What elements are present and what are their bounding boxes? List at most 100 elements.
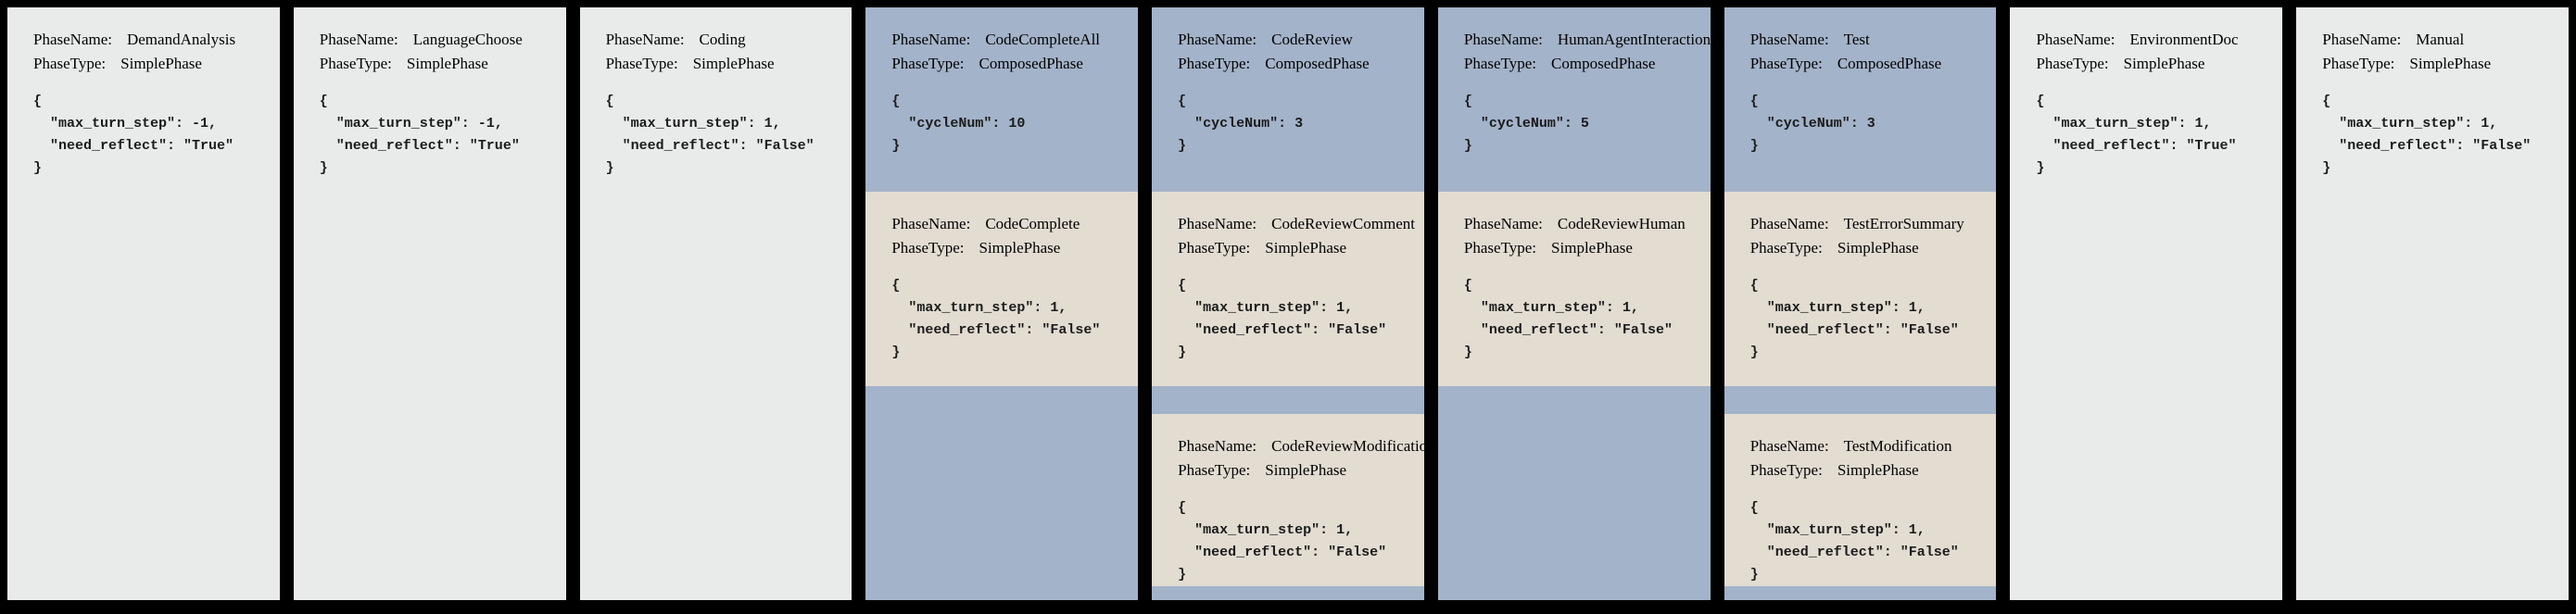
phase-name-value: CodeReviewHuman <box>1557 215 1686 232</box>
phase-name-label: PhaseName: <box>2322 31 2402 48</box>
phase-name-row: PhaseName: Manual <box>2322 28 2561 52</box>
phase-type-row: PhaseType: SimplePhase <box>1464 236 1703 260</box>
phase-name-label: PhaseName: <box>605 31 685 48</box>
phase-column-environment-doc: PhaseName:EnvironmentDoc PhaseType: Simpl… <box>2010 7 2283 600</box>
phase-card-code-review-modification: PhaseName: CodeReviewModification PhaseTy… <box>1152 414 1435 586</box>
phase-card-demand-analysis: PhaseName:DemandAnalysis PhaseType: Simpl… <box>7 7 280 180</box>
phase-name-row: PhaseName:EnvironmentDoc <box>2036 28 2275 52</box>
phase-type-value: ComposedPhase <box>1551 55 1656 72</box>
phase-type-label: PhaseType: <box>1749 55 1823 72</box>
phase-type-label: PhaseType: <box>1178 55 1251 72</box>
phase-type-value: SimplePhase <box>1837 239 1919 257</box>
phase-card-language-choose: PhaseName: LanguageChoose PhaseType: Simpl… <box>294 7 566 180</box>
phase-type-value: SimplePhase <box>1265 239 1347 257</box>
phase-config-json: { "max_turn_step": 1, "need_reflect": "T… <box>2036 94 2237 176</box>
phase-type-row: PhaseType: SimplePhase <box>1178 236 1417 260</box>
phase-type-row: PhaseType: ComposedPhase <box>1750 52 1989 76</box>
phase-config-json: { "max_turn_step": 1, "need_reflect": "F… <box>2322 94 2532 176</box>
phase-type-value: SimplePhase <box>1551 239 1633 257</box>
phase-type-value: ComposedPhase <box>1837 55 1942 72</box>
phase-name-row: PhaseName:Coding <box>606 28 845 52</box>
phase-type-row: PhaseType:SimplePhase <box>1750 458 1989 482</box>
phase-column-demand-analysis: PhaseName:DemandAnalysis PhaseType: Simpl… <box>7 7 280 600</box>
phase-type-label: PhaseType: <box>891 55 965 72</box>
phase-type-value: SimplePhase <box>2123 55 2205 72</box>
phase-type-label: PhaseType: <box>1749 239 1823 257</box>
phase-name-label: PhaseName: <box>1749 31 1829 48</box>
phase-config-json: { "max_turn_step": 1, "need_reflect": "F… <box>1749 278 1959 360</box>
phase-card-test-error-summary: PhaseName: TestErrorSummary PhaseType: Sim… <box>1724 192 1997 386</box>
phase-type-label: PhaseType: <box>2036 55 2109 72</box>
phase-type-label: PhaseType: <box>33 55 107 72</box>
phase-card-code-review-comment: PhaseName:CodeReviewComment PhaseType: Si… <box>1152 192 1424 386</box>
phase-name-label: PhaseName: <box>1178 31 1257 48</box>
phase-name-label: PhaseName: <box>1749 215 1829 232</box>
phase-type-row: PhaseType: SimplePhase <box>2322 52 2561 76</box>
phase-type-row: PhaseType: SimplePhase <box>2036 52 2275 76</box>
phase-name-value: Manual <box>2416 31 2465 48</box>
phase-type-row: PhaseType: SimplePhase <box>33 52 272 76</box>
phase-type-label: PhaseType: <box>1178 461 1251 479</box>
phase-name-row: PhaseName:CodeComplete <box>891 212 1130 236</box>
phase-name-row: PhaseName:DemandAnalysis <box>33 28 272 52</box>
phase-config-json: { "max_turn_step": 1, "need_reflect": "F… <box>1749 500 1959 583</box>
composed-phase-header-code-review: PhaseName:CodeReview PhaseType: ComposedP… <box>1152 7 1424 192</box>
phase-type-label: PhaseType: <box>891 239 965 257</box>
phase-type-value: ComposedPhase <box>979 55 1083 72</box>
phase-type-row: PhaseType: SimplePhase <box>320 52 559 76</box>
phase-name-row: PhaseName: Test <box>1750 28 1989 52</box>
phase-config-json: { "max_turn_step": 1, "need_reflect": "F… <box>891 278 1101 360</box>
phase-type-value: SimplePhase <box>2409 55 2492 72</box>
phase-config-json: { "max_turn_step": 1, "need_reflect": "F… <box>1463 278 1673 360</box>
phase-type-label: PhaseType: <box>319 55 392 72</box>
phase-type-value: ComposedPhase <box>1265 55 1370 72</box>
phase-type-label: PhaseType: <box>1749 461 1823 479</box>
phase-name-label: PhaseName: <box>33 31 112 48</box>
phase-name-row: PhaseName: CodeReviewHuman <box>1464 212 1703 236</box>
phase-type-row: PhaseType: SimplePhase <box>606 52 845 76</box>
phase-type-label: PhaseType: <box>2322 55 2395 72</box>
phase-name-value: HumanAgentInteraction <box>1557 31 1711 48</box>
phase-column-human-agent-interaction: PhaseName: HumanAgentInteraction PhaseTyp… <box>1437 7 1711 600</box>
phase-type-row: PhaseType:SimplePhase <box>1178 458 1417 482</box>
phase-name-row: PhaseName:CodeReviewComment <box>1178 212 1417 236</box>
phase-type-value: SimplePhase <box>406 55 488 72</box>
phase-name-row: PhaseName:CodeReview <box>1178 28 1417 52</box>
phase-name-label: PhaseName: <box>1178 215 1257 232</box>
phase-name-label: PhaseName: <box>1463 215 1543 232</box>
phase-type-row: PhaseType: ComposedPhase <box>1178 52 1417 76</box>
phase-type-value: SimplePhase <box>692 55 775 72</box>
phase-config-json: { "max_turn_step": 1, "need_reflect": "F… <box>1178 278 1387 360</box>
phase-name-row: PhaseName:CodeCompleteAll <box>891 28 1130 52</box>
phase-type-row: PhaseType: SimplePhase <box>891 236 1130 260</box>
phase-type-label: PhaseType: <box>1463 239 1537 257</box>
phase-name-value: CodeCompleteAll <box>985 31 1101 48</box>
phase-type-row: PhaseType: SimplePhase <box>1750 236 1989 260</box>
phase-type-value: SimplePhase <box>979 239 1061 257</box>
phase-type-label: PhaseType: <box>1178 239 1251 257</box>
phase-name-row: PhaseName: HumanAgentInteraction <box>1463 28 1711 52</box>
phase-type-row: PhaseType:ComposedPhase <box>1464 52 1703 76</box>
phase-columns-row: PhaseName:DemandAnalysis PhaseType: Simpl… <box>7 7 2570 600</box>
phase-name-label: PhaseName: <box>1178 437 1257 455</box>
phase-column-code-review: PhaseName:CodeReview PhaseType: ComposedP… <box>1152 7 1435 600</box>
phase-name-label: PhaseName: <box>1463 31 1543 48</box>
phase-type-label: PhaseType: <box>605 55 678 72</box>
phase-type-value: SimplePhase <box>120 55 202 72</box>
phase-name-value: Test <box>1843 31 1870 48</box>
phase-config-json: { "max_turn_step": -1, "need_reflect": "… <box>33 94 234 176</box>
phase-card-manual: PhaseName: Manual PhaseType: SimplePhase {… <box>2296 7 2569 180</box>
phase-name-value: LanguageChoose <box>412 31 523 48</box>
phase-column-manual: PhaseName: Manual PhaseType: SimplePhase {… <box>2296 7 2570 600</box>
phase-column-code-complete-all: PhaseName:CodeCompleteAll PhaseType: Comp… <box>865 7 1139 600</box>
phase-name-value: CodeReviewModification <box>1271 437 1435 455</box>
phase-name-row: PhaseName: TestErrorSummary <box>1750 212 1989 236</box>
phase-name-label: PhaseName: <box>319 31 398 48</box>
phase-card-environment-doc: PhaseName:EnvironmentDoc PhaseType: Simpl… <box>2010 7 2282 180</box>
phase-config-json: { "cycleNum": 3 } <box>1749 94 1875 154</box>
phase-config-json: { "max_turn_step": 1, "need_reflect": "F… <box>605 94 814 176</box>
phase-name-value: TestErrorSummary <box>1843 215 1964 232</box>
phase-column-language-choose: PhaseName: LanguageChoose PhaseType: Simpl… <box>293 7 566 600</box>
phase-card-coding: PhaseName:Coding PhaseType: SimplePhase {… <box>580 7 852 180</box>
